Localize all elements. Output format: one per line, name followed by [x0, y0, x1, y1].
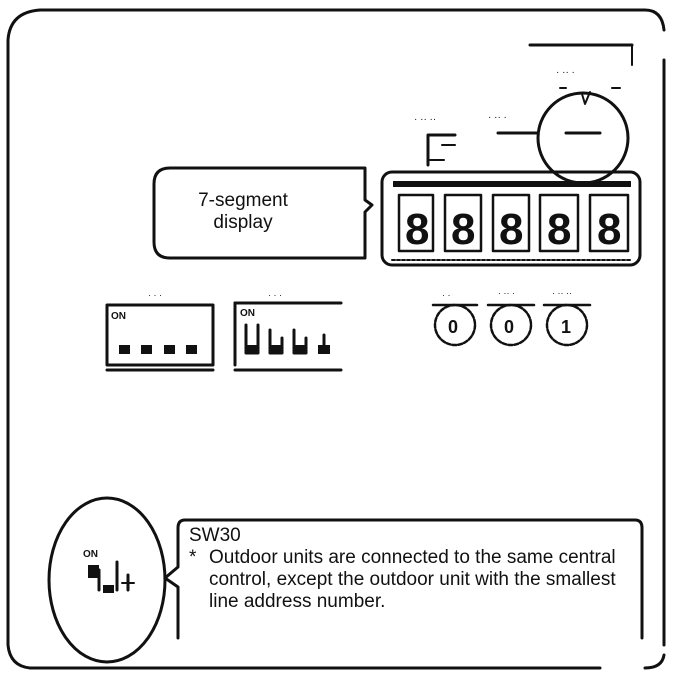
rotary-switches-row: 0 0 1 · · · ·· · · ·· ··	[431, 288, 592, 347]
board-outline	[6, 8, 666, 670]
digit-1: 8	[397, 193, 435, 254]
display-callout-label: 7-segment display	[168, 190, 318, 234]
note-marker: *	[189, 547, 197, 568]
svg-text:· · ·: · · ·	[148, 290, 162, 300]
svg-text:· ·· ·: · ·· ·	[498, 288, 515, 298]
note-text: Outdoor units are connected to the same …	[209, 547, 616, 612]
digit-5: 8	[588, 193, 630, 254]
note-callout-bracket	[163, 518, 644, 640]
svg-text:ON: ON	[240, 308, 255, 319]
digit-3: 8	[491, 193, 531, 254]
digit-4: 8	[538, 193, 580, 254]
upper-right-component: · ·· · · ·· ·· · ·· ·	[414, 43, 634, 185]
rotary-switch-large	[536, 91, 630, 185]
seven-segment-display-frame	[380, 170, 642, 267]
svg-text:8: 8	[597, 205, 621, 254]
svg-text:· ·· ··: · ·· ··	[414, 114, 436, 125]
svg-text:· ·· ·: · ·· ·	[488, 112, 507, 123]
sw30-note-body: * Outdoor units are connected to the same…	[189, 547, 644, 613]
svg-text:· · ·: · · ·	[268, 290, 282, 300]
display-callout-line2: display	[213, 212, 273, 233]
svg-text:0: 0	[504, 317, 514, 337]
dip-switch-right: · · · ON	[233, 290, 343, 372]
svg-text:8: 8	[547, 205, 571, 254]
display-callout-line1: 7-segment	[198, 190, 288, 211]
svg-text:1: 1	[561, 317, 571, 337]
digit-2: 8	[443, 193, 483, 254]
dip-switch-left: · · · ON	[105, 290, 215, 372]
svg-text:8: 8	[451, 205, 475, 254]
svg-text:ON: ON	[111, 311, 126, 322]
svg-text:ON: ON	[83, 549, 98, 560]
svg-text:· ·· ·: · ·· ·	[556, 67, 575, 78]
display-callout-bracket	[152, 166, 374, 260]
sw30-magnifier: ON	[47, 496, 167, 664]
svg-text:8: 8	[405, 205, 429, 254]
sw30-title: SW30	[189, 525, 241, 546]
svg-text:· ·· ··: · ·· ··	[552, 288, 572, 298]
sw30-note: SW30 * Outdoor units are connected to the…	[189, 525, 644, 613]
svg-text:0: 0	[448, 317, 458, 337]
svg-text:· ·: · ·	[442, 290, 451, 300]
svg-text:8: 8	[499, 205, 523, 254]
